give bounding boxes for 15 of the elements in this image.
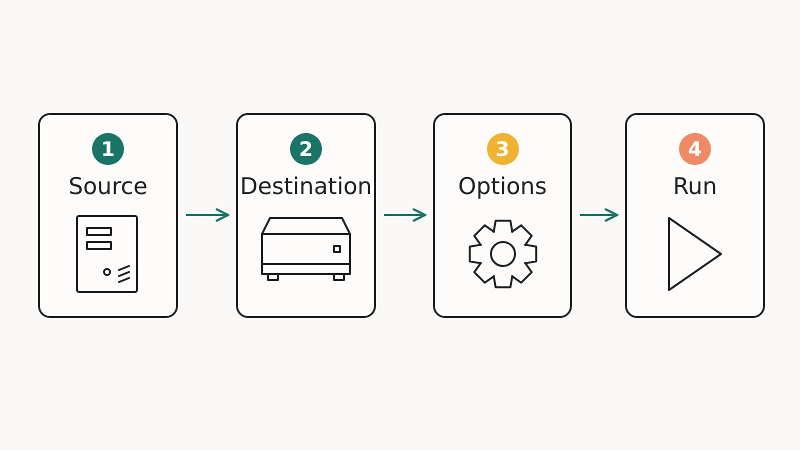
step-card xyxy=(625,113,765,318)
step-number-badge: 2 xyxy=(290,133,322,165)
step-card xyxy=(38,113,178,318)
arrow xyxy=(580,208,618,222)
step-card xyxy=(236,113,376,318)
step-title: Source xyxy=(68,174,148,200)
arrow xyxy=(384,208,426,222)
step-number-badge: 3 xyxy=(486,133,518,165)
step-number-badge: 4 xyxy=(679,133,711,165)
step-title: Run xyxy=(672,174,718,200)
step-number-badge: 1 xyxy=(92,133,124,165)
step-title: Destination xyxy=(240,174,372,200)
step-title: Options xyxy=(458,174,547,200)
arrow xyxy=(186,208,230,222)
step-card xyxy=(433,113,572,318)
